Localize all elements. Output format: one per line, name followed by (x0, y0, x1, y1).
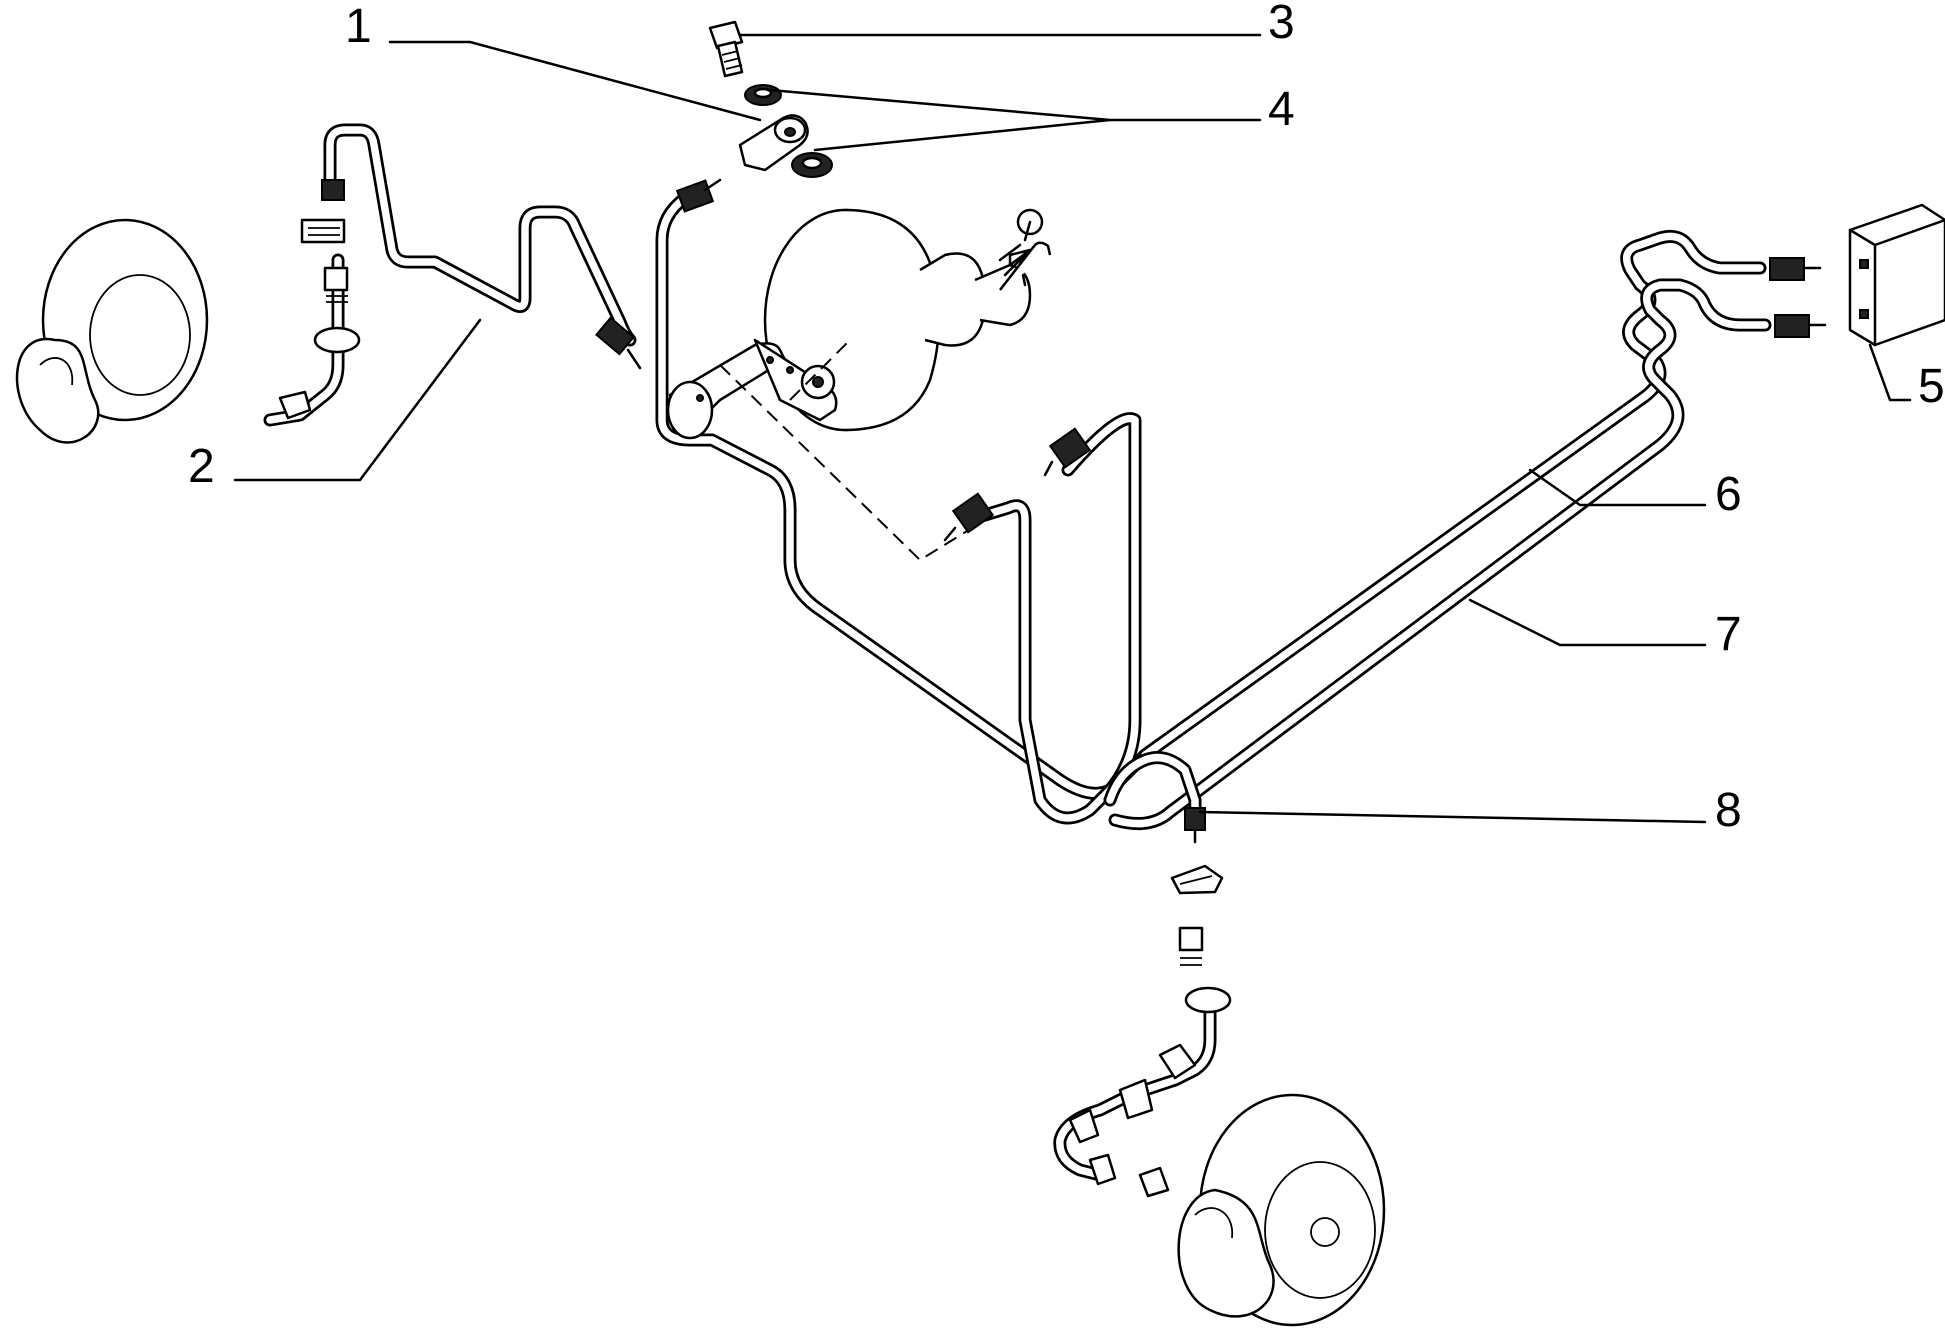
brake-hose-left (263, 253, 345, 427)
brake-servo (666, 208, 1052, 562)
pipe-fittings (595, 178, 1827, 844)
callout-8: 8 (1715, 784, 1742, 837)
callout-4: 4 (1268, 83, 1295, 136)
brake-pipe-loop (1103, 751, 1202, 827)
callout-1: 1 (345, 0, 372, 53)
callout-5: 5 (1918, 360, 1945, 413)
right-hose-fittings (1068, 864, 1232, 1198)
connector-block (1848, 203, 1945, 347)
callout-3: 3 (1268, 0, 1295, 49)
callout-labels: 1 2 3 4 5 6 7 8 (188, 0, 1945, 837)
callout-7: 7 (1715, 608, 1742, 661)
brake-pipe-6 (978, 412, 1142, 825)
brake-pipe-left (323, 123, 637, 347)
brake-pipe-master-cylinder (655, 191, 1152, 800)
callout-6: 6 (1715, 468, 1742, 521)
left-hose-fittings (278, 179, 361, 420)
right-brake-disc (1177, 1093, 1386, 1327)
brake-pipe-7 (1138, 229, 1767, 762)
leader-lines (233, 33, 1912, 824)
callout-2: 2 (188, 440, 215, 493)
left-brake-disc (15, 218, 209, 444)
brake-pipe-6b (1108, 278, 1772, 831)
union-bolt (708, 20, 744, 78)
banjo-fitting (738, 114, 809, 172)
